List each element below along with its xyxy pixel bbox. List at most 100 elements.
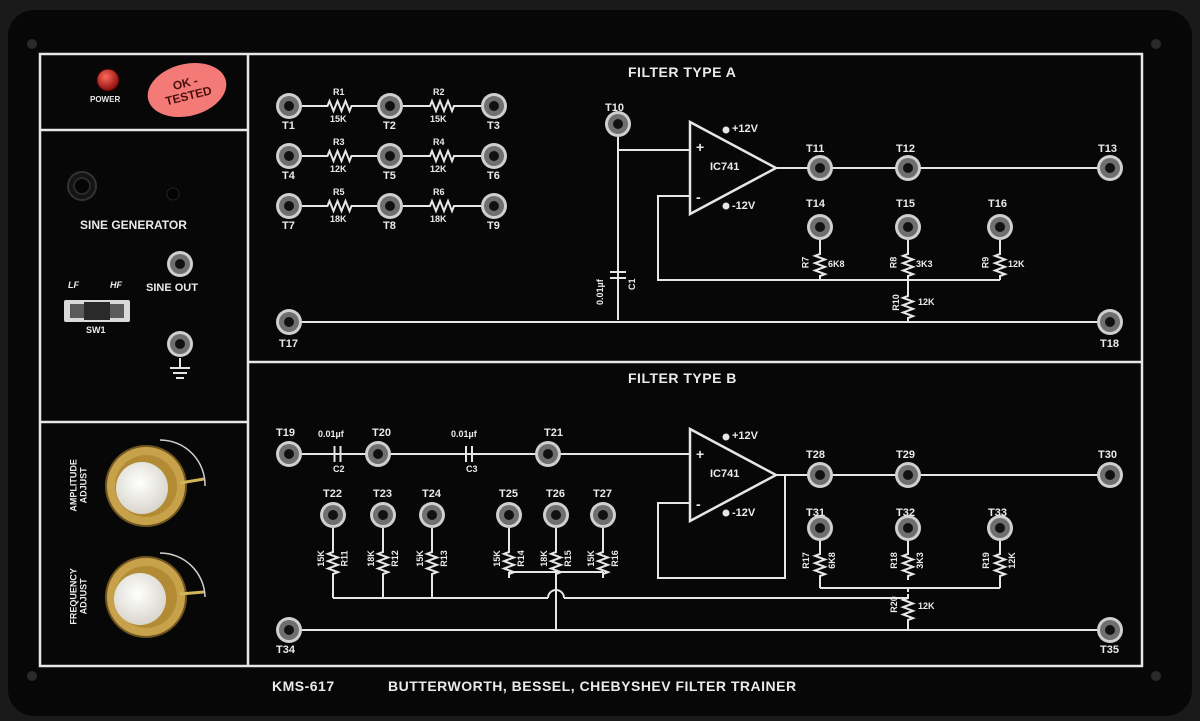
terminal-t24[interactable] (419, 502, 445, 528)
sine-generator-label: SINE GENERATOR (80, 218, 187, 232)
terminal-label: T33 (988, 507, 1007, 519)
amplitude-adjust-label: AMPLITUDE ADJUST (69, 450, 90, 520)
terminal-label: T18 (1100, 338, 1119, 350)
terminal-t10[interactable] (605, 111, 631, 137)
terminal-t25[interactable] (496, 502, 522, 528)
terminal-label: T25 (499, 488, 518, 500)
resistor-value: 15K (585, 550, 596, 567)
terminal-label: T11 (806, 143, 825, 155)
resistor-name: R19 (980, 552, 991, 569)
resistor-symbol (812, 550, 828, 580)
amplitude-adjust-knob[interactable] (105, 439, 206, 527)
terminal-t32[interactable] (895, 515, 921, 541)
resistor-symbol (325, 548, 341, 578)
resistor-symbol (302, 148, 377, 164)
terminal-t3[interactable] (481, 93, 507, 119)
c1-name: C1 (627, 278, 637, 290)
terminal-t28[interactable] (807, 462, 833, 488)
terminal-t14[interactable] (807, 214, 833, 240)
resistor-symbol (992, 250, 1008, 280)
terminal-label: T15 (896, 198, 915, 210)
resistor-symbol (302, 98, 377, 114)
terminal-t7[interactable] (276, 193, 302, 219)
terminal-label: T35 (1100, 644, 1119, 656)
terminal-t5[interactable] (377, 143, 403, 169)
switch-hf-label: HF (110, 280, 122, 290)
terminal-t22[interactable] (320, 502, 346, 528)
opamp-ic-label-b: IC741 (710, 468, 740, 480)
resistor-value: 12K (330, 164, 347, 174)
terminal-t6[interactable] (481, 143, 507, 169)
opamp-symbol (688, 119, 779, 217)
mount-screws (27, 39, 1161, 681)
sine-generator-socket[interactable] (67, 171, 97, 201)
opamp-vminus-b: -12V (732, 507, 756, 519)
resistor-name: R8 (888, 256, 899, 269)
power-label: POWER (90, 95, 121, 104)
terminal-t35[interactable] (1097, 617, 1123, 643)
terminal-t18[interactable] (1097, 309, 1123, 335)
terminal-t17[interactable] (276, 309, 302, 335)
terminal-label: T34 (276, 644, 295, 656)
terminal-t12[interactable] (895, 155, 921, 181)
supply-dot (722, 509, 730, 517)
terminal-t31[interactable] (807, 515, 833, 541)
terminal-t9[interactable] (481, 193, 507, 219)
terminal-t4[interactable] (276, 143, 302, 169)
terminal-label: T3 (487, 120, 500, 132)
resistor-value: 18K (330, 214, 347, 224)
sine-out-label: SINE OUT (146, 282, 198, 294)
terminal-t29[interactable] (895, 462, 921, 488)
resistor-symbol (501, 548, 517, 578)
terminal-t16[interactable] (987, 214, 1013, 240)
resistor-value: 6K8 (828, 259, 845, 269)
terminal-t20[interactable] (365, 441, 391, 467)
resistor-value: 18K (538, 550, 549, 567)
resistor-value: 3K3 (914, 552, 925, 569)
terminal-t33[interactable] (987, 515, 1013, 541)
resistor-name: R14 (515, 550, 526, 567)
terminal-t34[interactable] (276, 617, 302, 643)
terminal-label: T6 (487, 170, 500, 182)
terminal-[interactable] (167, 251, 193, 277)
resistor-symbol (424, 548, 440, 578)
resistor-value: 3K3 (916, 259, 933, 269)
ground-icon (170, 358, 190, 379)
section-borders (38, 52, 1144, 668)
terminal-[interactable] (167, 331, 193, 357)
resistor-name: R17 (800, 552, 811, 569)
resistor-symbol (812, 250, 828, 280)
resistor-name: R7 (800, 256, 811, 269)
terminal-t8[interactable] (377, 193, 403, 219)
terminal-t26[interactable] (543, 502, 569, 528)
resistor-symbol (302, 198, 377, 214)
resistor-value: 15K (491, 550, 502, 567)
terminal-t11[interactable] (807, 155, 833, 181)
terminal-t21[interactable] (535, 441, 561, 467)
amplitude-line-2: ADJUST (79, 467, 89, 504)
terminal-label: T30 (1098, 449, 1117, 461)
terminal-label: T1 (282, 120, 295, 132)
terminal-t13[interactable] (1097, 155, 1123, 181)
terminal-t2[interactable] (377, 93, 403, 119)
resistor-value: 18K (430, 214, 447, 224)
resistor-value: 12K (1006, 552, 1017, 569)
resistor-value: 15K (330, 114, 347, 124)
terminal-t27[interactable] (590, 502, 616, 528)
resistor-name: R10 (890, 294, 901, 311)
terminal-label: T10 (605, 102, 624, 114)
supply-dot (722, 126, 730, 134)
terminal-label: T20 (372, 427, 391, 439)
terminal-t23[interactable] (370, 502, 396, 528)
amplitude-line-1: AMPLITUDE (68, 459, 79, 512)
frequency-adjust-knob[interactable] (105, 552, 206, 638)
terminal-sockets (167, 93, 1123, 643)
terminal-t19[interactable] (276, 441, 302, 467)
resistor-name: R20 (888, 596, 899, 613)
sw1-slide-switch[interactable] (64, 300, 130, 322)
terminal-t1[interactable] (276, 93, 302, 119)
terminal-t15[interactable] (895, 214, 921, 240)
resistor-name: R18 (888, 552, 899, 569)
terminal-t30[interactable] (1097, 462, 1123, 488)
terminal-label: T2 (383, 120, 396, 132)
